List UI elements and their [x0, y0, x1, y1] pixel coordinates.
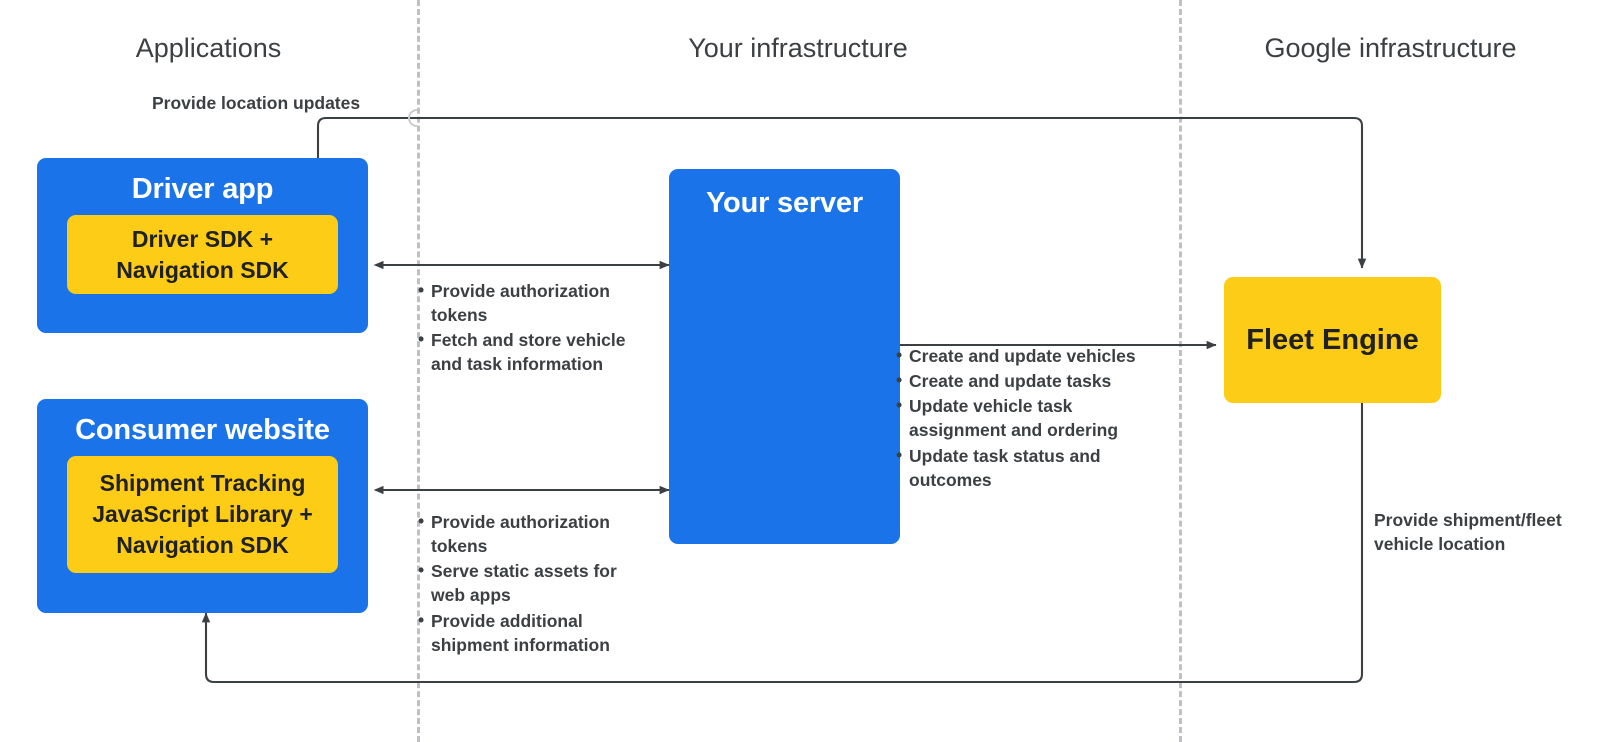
- consumer-website-sdk-chip[interactable]: Shipment Tracking JavaScript Library + N…: [67, 456, 338, 574]
- your-server-title: Your server: [706, 187, 863, 219]
- annotation-shipment-location: Provide shipment/fleet vehicle location: [1374, 510, 1562, 555]
- list-item: Serve static assets for web apps: [418, 558, 643, 607]
- list-item: Provide additional shipment information: [418, 608, 643, 657]
- list-item: Update task status and outcomes: [896, 443, 1158, 492]
- consumer-website-title: Consumer website: [75, 414, 330, 446]
- annotation-provide-location-updates: Provide location updates: [152, 93, 361, 113]
- lane-divider-google: [1179, 0, 1182, 742]
- annotation-consumer-server-bullets: Provide authorization tokens Serve stati…: [418, 509, 643, 658]
- lane-title-google-infrastructure: Google infrastructure: [1264, 33, 1517, 63]
- list-item: Update vehicle task assignment and order…: [896, 393, 1158, 442]
- list-item: Fetch and store vehicle and task informa…: [418, 327, 650, 376]
- node-driver-app[interactable]: Driver app Driver SDK + Navigation SDK: [37, 158, 368, 333]
- list-item: Create and update tasks: [896, 368, 1158, 393]
- driver-app-title: Driver app: [131, 173, 274, 205]
- list-item: Create and update vehicles: [896, 343, 1158, 368]
- annotation-server-fleet-bullets: Create and update vehicles Create and up…: [896, 343, 1158, 493]
- annotation-driver-server-bullets: Provide authorization tokens Fetch and s…: [418, 278, 650, 378]
- lane-title-your-infrastructure: Your infrastructure: [688, 33, 908, 63]
- node-your-server[interactable]: Your server: [669, 169, 900, 544]
- lane-title-applications: Applications: [135, 33, 282, 63]
- node-fleet-engine[interactable]: Fleet Engine: [1224, 277, 1441, 403]
- node-consumer-website[interactable]: Consumer website Shipment Tracking JavaS…: [37, 399, 368, 613]
- list-item: Provide authorization tokens: [418, 509, 643, 558]
- driver-app-sdk-chip[interactable]: Driver SDK + Navigation SDK: [67, 215, 338, 295]
- fleet-engine-title: Fleet Engine: [1246, 323, 1419, 356]
- list-item: Provide authorization tokens: [418, 278, 650, 327]
